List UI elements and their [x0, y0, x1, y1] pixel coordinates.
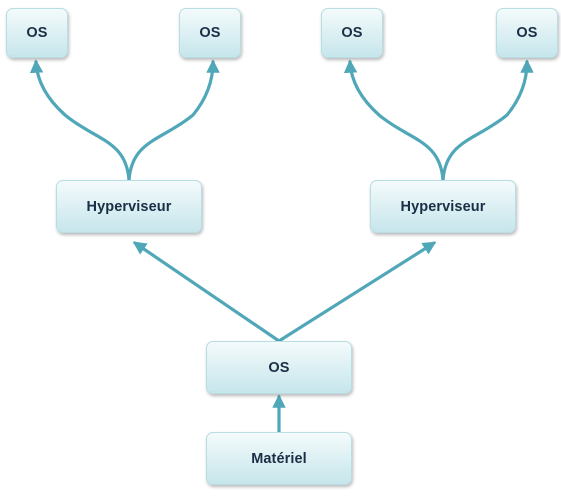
arrow-host-os-to-hypervisor-right — [277, 241, 437, 343]
arrow-hypervisor-left-to-os-2 — [127, 59, 220, 182]
os-node-top-1: OS — [6, 8, 68, 58]
host-os-node: OS — [206, 341, 352, 394]
arrow-hypervisor-right-to-os-4 — [441, 59, 534, 182]
arrow-hypervisor-left-to-os-1 — [29, 59, 131, 182]
os-node-top-4: OS — [496, 8, 558, 58]
arrow-hypervisor-right-to-os-3 — [343, 59, 445, 182]
hardware-node: Matériel — [206, 432, 352, 485]
os-node-top-3: OS — [321, 8, 383, 58]
hypervisor-node-left: Hyperviseur — [56, 180, 202, 233]
arrow-host-os-to-hypervisor-left — [132, 241, 281, 343]
os-node-top-2: OS — [179, 8, 241, 58]
hypervisor-node-right: Hyperviseur — [370, 180, 516, 233]
